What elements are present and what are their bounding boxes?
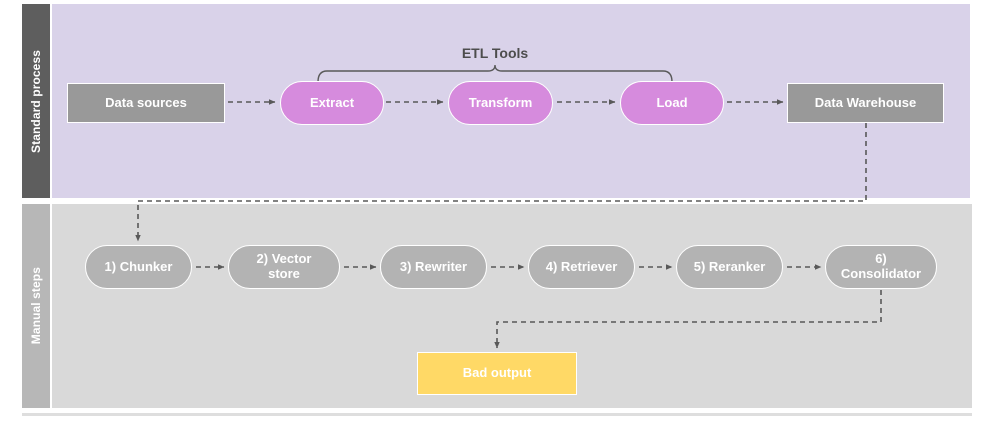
node-label-vector-store: 2) Vector store — [256, 251, 312, 282]
node-extract[interactable]: Extract — [280, 81, 384, 125]
node-chunker[interactable]: 1) Chunker — [85, 245, 192, 289]
etl-tools-label: ETL Tools — [461, 45, 529, 61]
node-label-bad-output: Bad output — [462, 365, 532, 381]
node-label-rewriter: 3) Rewriter — [399, 258, 468, 274]
lane-header-standard-process: Standard process — [22, 4, 50, 198]
node-load[interactable]: Load — [620, 81, 724, 125]
node-transform[interactable]: Transform — [448, 81, 553, 125]
node-retriever[interactable]: 4) Retriever — [528, 245, 635, 289]
node-consolidator[interactable]: 6) Consolidator — [825, 245, 937, 289]
node-data-warehouse[interactable]: Data Warehouse — [787, 83, 944, 123]
node-label-vector-store-line1: 2) Vector — [256, 251, 312, 267]
node-label-data-sources: Data sources — [105, 94, 187, 110]
node-reranker[interactable]: 5) Reranker — [676, 245, 783, 289]
node-rewriter[interactable]: 3) Rewriter — [380, 245, 487, 289]
node-label-chunker: 1) Chunker — [104, 258, 173, 274]
node-label-retriever: 4) Retriever — [545, 258, 618, 274]
node-label-vector-store-line2: store — [268, 266, 300, 281]
node-data-sources[interactable]: Data sources — [67, 83, 225, 123]
node-label-consolidator-line2: Consolidator — [840, 266, 922, 281]
node-label-transform: Transform — [468, 94, 533, 110]
node-label-load: Load — [656, 94, 688, 110]
node-label-extract: Extract — [309, 94, 355, 110]
lane-label-manual-steps: Manual steps — [29, 267, 43, 345]
node-label-reranker: 5) Reranker — [693, 258, 766, 274]
lane-label-standard-process: Standard process — [29, 49, 43, 153]
node-label-consolidator-line1: 6) — [875, 251, 887, 267]
lane-header-manual-steps: Manual steps — [22, 204, 50, 408]
bottom-divider — [22, 413, 972, 416]
node-vector-store[interactable]: 2) Vector store — [228, 245, 340, 289]
node-label-data-warehouse: Data Warehouse — [814, 94, 917, 110]
node-label-consolidator: 6) Consolidator — [840, 251, 922, 282]
node-bad-output[interactable]: Bad output — [417, 352, 577, 395]
